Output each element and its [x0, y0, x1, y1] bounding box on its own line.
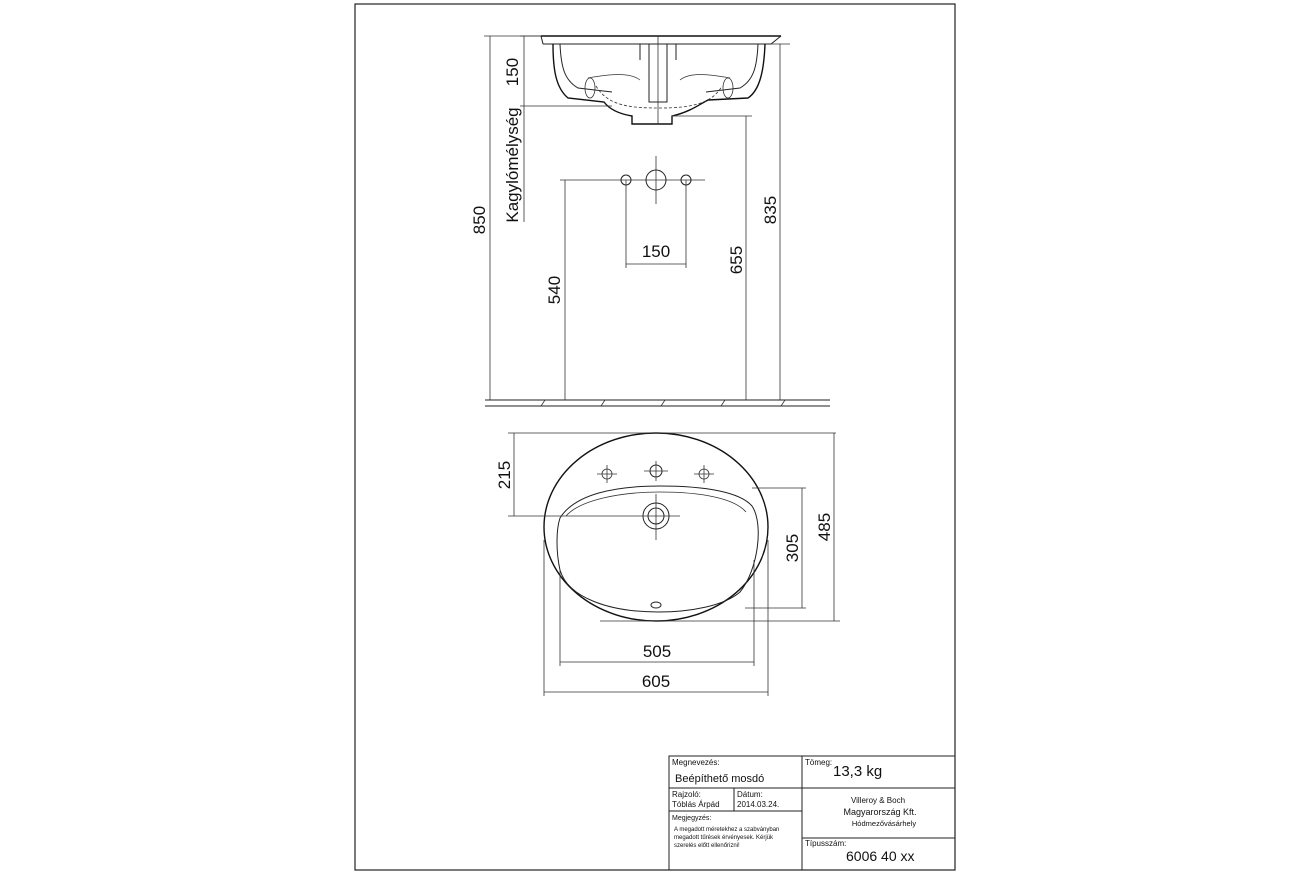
note-line1: A megadott méretekhez a szabványban	[674, 827, 779, 833]
top-view: 215 305 485 505 605	[495, 432, 840, 696]
name-label: Megnevezés:	[672, 758, 720, 767]
note-line3: szerelés előtt ellenőrizni!	[674, 843, 740, 849]
dim-655: 655	[727, 246, 746, 274]
type-value: 6006 40 xx	[846, 848, 915, 864]
dim-540: 540	[545, 276, 564, 304]
note-line2: megadott tűrések érvényesek. Kérjük	[674, 835, 774, 841]
drawn-value: Tóblás Árpád	[672, 800, 720, 809]
dim-150-top: 150	[503, 58, 522, 86]
sheet-frame	[354, 3, 956, 871]
weight-label: Tömeg:	[805, 758, 832, 767]
dim-605: 605	[642, 672, 670, 691]
depth-label: Kagylómélység	[503, 107, 522, 222]
dim-835: 835	[761, 196, 780, 224]
side-view: 150 Kagylómélység 850 835 655 150 540	[470, 35, 830, 407]
company-line2: Magyarország Kft.	[843, 807, 916, 817]
dim-150-taps: 150	[642, 242, 670, 261]
company-line3: Hódmezővásárhely	[852, 819, 916, 828]
date-label: Dátum:	[737, 790, 763, 799]
date-value: 2014.03.24.	[737, 800, 779, 809]
type-label: Típusszám:	[805, 839, 846, 848]
dim-305: 305	[783, 534, 802, 562]
weight-value: 13,3 kg	[833, 763, 882, 780]
dim-850: 850	[470, 206, 489, 234]
dim-215: 215	[495, 461, 514, 489]
title-block: Megnevezés: Beépíthető mosdó Tömeg: 13,3…	[668, 755, 956, 871]
dim-485: 485	[815, 513, 834, 541]
dim-505: 505	[643, 642, 671, 661]
drawn-label: Rajzoló:	[672, 790, 701, 799]
note-label: Megjegyzés:	[672, 815, 711, 822]
name-value: Beépíthető mosdó	[675, 773, 764, 785]
company-line1: Villeroy & Boch	[851, 796, 905, 805]
